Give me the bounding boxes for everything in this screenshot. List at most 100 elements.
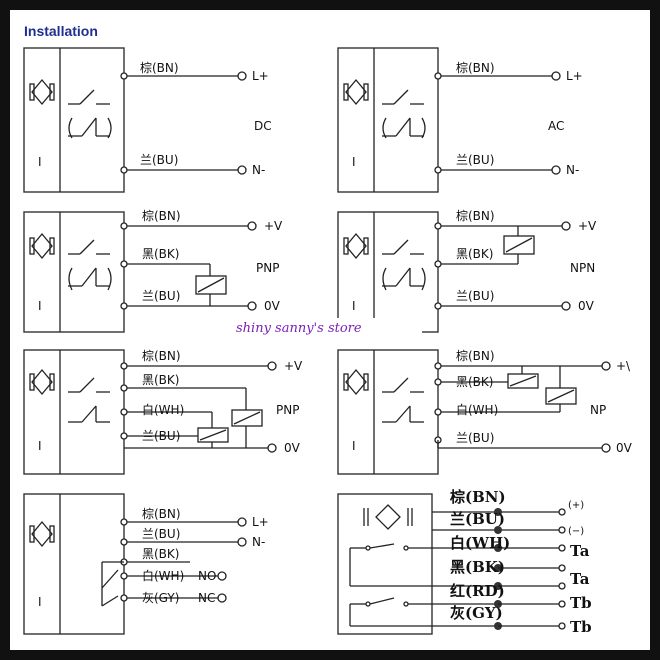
panel-pnp-4wire: I 棕(BN) +V 黑(BK) PNP 白(WH) 兰(BU) 0V xyxy=(23,348,303,475)
sensor-diamond-icon xyxy=(31,368,53,396)
sensor-symbol: I xyxy=(352,299,356,313)
wire-blue: 兰(BU) xyxy=(142,429,180,443)
sensor-symbol: I xyxy=(38,595,42,609)
wire-white: 白(WH) xyxy=(142,568,184,583)
switch-no-nc-icon xyxy=(382,89,426,139)
terminal-no xyxy=(217,571,227,581)
relay-contact-icon xyxy=(101,561,124,607)
wire-brown: 棕(BN) xyxy=(456,348,495,363)
wire-black: 黑(BK) xyxy=(142,373,179,387)
terminal-zerov xyxy=(601,443,611,453)
wire-brown: 棕(BN) xyxy=(142,506,181,521)
terminal-zerov xyxy=(247,301,257,311)
terminal-zerov xyxy=(561,301,571,311)
type-npn-cut: NP xyxy=(590,403,606,417)
switch-no-nc-icon xyxy=(68,377,110,423)
wire-blue: 兰(BU) xyxy=(456,289,494,303)
terminal-lplus xyxy=(237,517,247,527)
wire-black: 黑(BK) xyxy=(456,375,493,389)
sensor-body xyxy=(337,47,439,193)
label-plusv-cut: +\ xyxy=(616,359,631,373)
terminal-nminus xyxy=(237,165,247,175)
wire-black: 黑(BK) xyxy=(456,247,493,261)
label-tb-2: Tb xyxy=(570,618,592,636)
wire-brown: 棕(BN) xyxy=(142,208,181,223)
terminal-plusv xyxy=(601,361,611,371)
sensor-symbol: I xyxy=(38,299,42,313)
type-pnp: PNP xyxy=(256,261,279,275)
terminal-lplus xyxy=(237,71,247,81)
label-zerov: 0V xyxy=(264,299,281,313)
store-watermark: shiny sanny's store xyxy=(236,321,362,336)
label-plus-symbol: (+) xyxy=(568,500,584,511)
sensor-body xyxy=(23,211,125,333)
wire-red-large: 红(RD) xyxy=(450,582,505,600)
terminal-plusv xyxy=(267,361,277,371)
label-minus-symbol: (−) xyxy=(568,526,584,537)
sensor-symbol: I xyxy=(38,155,42,169)
wire-blue-large: 兰(BU) xyxy=(450,510,505,528)
label-plusv: +V xyxy=(578,219,597,233)
wire-brown: 棕(BN) xyxy=(456,60,495,75)
type-dc: DC xyxy=(254,119,272,133)
sensor-body xyxy=(337,349,439,475)
wire-brown: 棕(BN) xyxy=(140,60,179,75)
panel-pnp-3wire: I 棕(BN) +V 黑(BK) PNP 兰(BU) 0V xyxy=(23,208,283,333)
panel-ac-2wire: I 棕(BN) L+ AC 兰(BU) N- xyxy=(337,47,583,193)
wire-white-large: 白(WH) xyxy=(450,534,510,552)
panel-dc-2wire: I 棕(BN) L+ DC 兰(BU) N- xyxy=(23,47,272,193)
terminal-plusv xyxy=(561,221,571,231)
label-zerov: 0V xyxy=(578,299,595,313)
label-plusv: +V xyxy=(284,359,303,373)
sensor-symbol: I xyxy=(38,439,42,453)
wire-grey-large: 灰(GY) xyxy=(450,604,503,622)
sensor-diamond-icon xyxy=(31,520,53,548)
wire-brown: 棕(BN) xyxy=(456,208,495,223)
label-zerov: 0V xyxy=(284,441,301,455)
label-nminus: N- xyxy=(252,163,265,177)
label-ta-2: Ta xyxy=(570,570,590,588)
type-pnp: PNP xyxy=(276,403,299,417)
panel-ac-relay: I 棕(BN) L+ 兰(BU) N- 黑(BK) 白(WH) NO 灰(GY)… xyxy=(23,493,269,635)
wire-brown-large: 棕(BN) xyxy=(450,488,506,506)
wire-brown: 棕(BN) xyxy=(142,348,181,363)
sensor-diamond-icon xyxy=(375,504,401,530)
sensor-diamond-icon xyxy=(31,78,53,106)
terminal-zerov xyxy=(267,443,277,453)
label-lplus: L+ xyxy=(566,69,583,83)
label-nc: NC xyxy=(198,591,215,605)
switch-no-nc-icon xyxy=(68,239,112,291)
wire-blue: 兰(BU) xyxy=(142,289,180,303)
sensor-body xyxy=(23,493,125,635)
wire-black: 黑(BK) xyxy=(142,247,179,261)
wire-grey: 灰(GY) xyxy=(142,591,179,605)
wire-blue: 兰(BU) xyxy=(456,153,494,167)
type-ac: AC xyxy=(548,119,564,133)
switch-no-nc-icon xyxy=(382,377,424,423)
sensor-body xyxy=(23,349,125,475)
label-lplus: L+ xyxy=(252,515,269,529)
label-plusv: +V xyxy=(264,219,283,233)
sensor-diamond-icon xyxy=(345,368,367,396)
sensor-body xyxy=(23,47,125,193)
wire-black: 黑(BK) xyxy=(142,547,179,561)
relay-contact-icon xyxy=(349,543,498,627)
type-npn: NPN xyxy=(570,261,595,275)
watermark-background xyxy=(226,318,422,336)
wire-white: 白(WH) xyxy=(142,402,184,417)
panel-double-relay: 棕(BN) 兰(BU) 白(WH) 黑(BK) 红(RD) 灰(GY) (+) … xyxy=(337,488,592,636)
label-zerov: 0V xyxy=(616,441,633,455)
installation-title: Installation xyxy=(24,23,98,39)
label-ta-1: Ta xyxy=(570,542,590,560)
label-no: NO xyxy=(198,569,216,583)
wire-white: 白(WH) xyxy=(456,402,498,417)
sensor-symbol: I xyxy=(352,439,356,453)
sensor-diamond-icon xyxy=(345,232,367,260)
panel-npn-4wire: I 棕(BN) +\ 黑(BK) 白(WH) NP 兰(BU) 0V xyxy=(337,348,633,475)
switch-no-nc-icon xyxy=(68,89,112,139)
sensor-diamond-icon xyxy=(31,232,53,260)
label-nminus: N- xyxy=(566,163,579,177)
sensor-diamond-icon xyxy=(345,78,367,106)
terminal-nminus xyxy=(551,165,561,175)
